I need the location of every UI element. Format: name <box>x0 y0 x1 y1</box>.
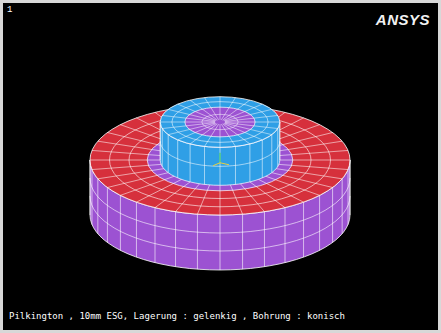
mesh-line <box>220 185 221 215</box>
mesh-line <box>240 184 264 212</box>
mesh-line <box>348 170 349 225</box>
viewport: 1 ANSYS Pilkington , 10mm ESG, Lagerung … <box>3 3 438 330</box>
fem-model <box>3 3 438 330</box>
mesh-line <box>223 124 250 144</box>
axis-triad <box>220 153 221 163</box>
mesh-line <box>91 170 92 225</box>
mesh-line <box>220 124 221 147</box>
axis-triad <box>220 163 229 165</box>
mesh-line <box>280 160 350 161</box>
mesh-line <box>155 182 190 208</box>
mesh-line <box>266 176 320 195</box>
mesh-line <box>350 160 351 215</box>
mesh-line <box>276 169 342 179</box>
mesh-line <box>92 150 161 155</box>
mesh-line <box>90 160 160 161</box>
mesh-line <box>205 98 219 120</box>
mesh-line <box>120 176 174 195</box>
mesh-line <box>285 208 286 263</box>
disk-top <box>160 97 280 148</box>
logo: ANSYS <box>376 11 430 28</box>
mesh-line <box>162 123 215 129</box>
mesh-line <box>224 124 263 140</box>
axis-triad <box>213 163 220 166</box>
top-face <box>90 105 350 215</box>
mesh-line <box>136 202 137 257</box>
caption: Pilkington , 10mm ESG, Lagerung : gelenk… <box>9 311 345 321</box>
mesh-line <box>250 182 285 208</box>
mesh-line <box>155 208 156 263</box>
mesh-line <box>332 188 333 243</box>
mesh-line <box>279 164 348 169</box>
window-number: 1 <box>7 5 12 15</box>
mesh-line <box>197 185 209 214</box>
mesh-line <box>107 133 168 148</box>
mesh-line <box>168 123 215 135</box>
mesh-line <box>107 188 108 243</box>
mesh-line <box>136 179 181 202</box>
mesh-line <box>272 133 333 148</box>
mesh-line <box>176 184 200 212</box>
mesh-line <box>175 212 176 267</box>
mesh-line <box>223 100 250 120</box>
mesh-line <box>258 179 303 202</box>
mesh-line <box>120 195 121 250</box>
mesh-line <box>276 141 342 151</box>
mesh-line <box>220 97 221 120</box>
mesh-line <box>197 214 198 269</box>
mesh-line <box>98 141 164 151</box>
mesh-line <box>342 179 343 234</box>
mesh-line <box>220 215 221 270</box>
mesh-line <box>190 124 217 144</box>
mesh-line <box>190 100 217 120</box>
mesh-line <box>225 122 280 123</box>
mesh-line <box>272 173 333 188</box>
mesh-line <box>160 122 215 123</box>
mesh-line <box>90 160 91 215</box>
mesh-line <box>230 185 242 214</box>
mesh-line <box>107 173 168 188</box>
mesh-line <box>98 169 164 179</box>
mesh-line <box>221 124 235 146</box>
mesh-line <box>225 115 278 121</box>
mesh-line <box>92 164 161 169</box>
mesh-line <box>225 109 272 121</box>
mesh-line <box>303 202 304 257</box>
mesh-line <box>178 104 217 120</box>
mesh-line <box>242 214 243 269</box>
mesh-line <box>97 179 98 234</box>
mesh-line <box>319 195 320 250</box>
mesh-line <box>279 150 348 155</box>
mesh-line <box>168 109 215 121</box>
mesh-line <box>225 123 272 135</box>
mesh-line <box>264 212 265 267</box>
